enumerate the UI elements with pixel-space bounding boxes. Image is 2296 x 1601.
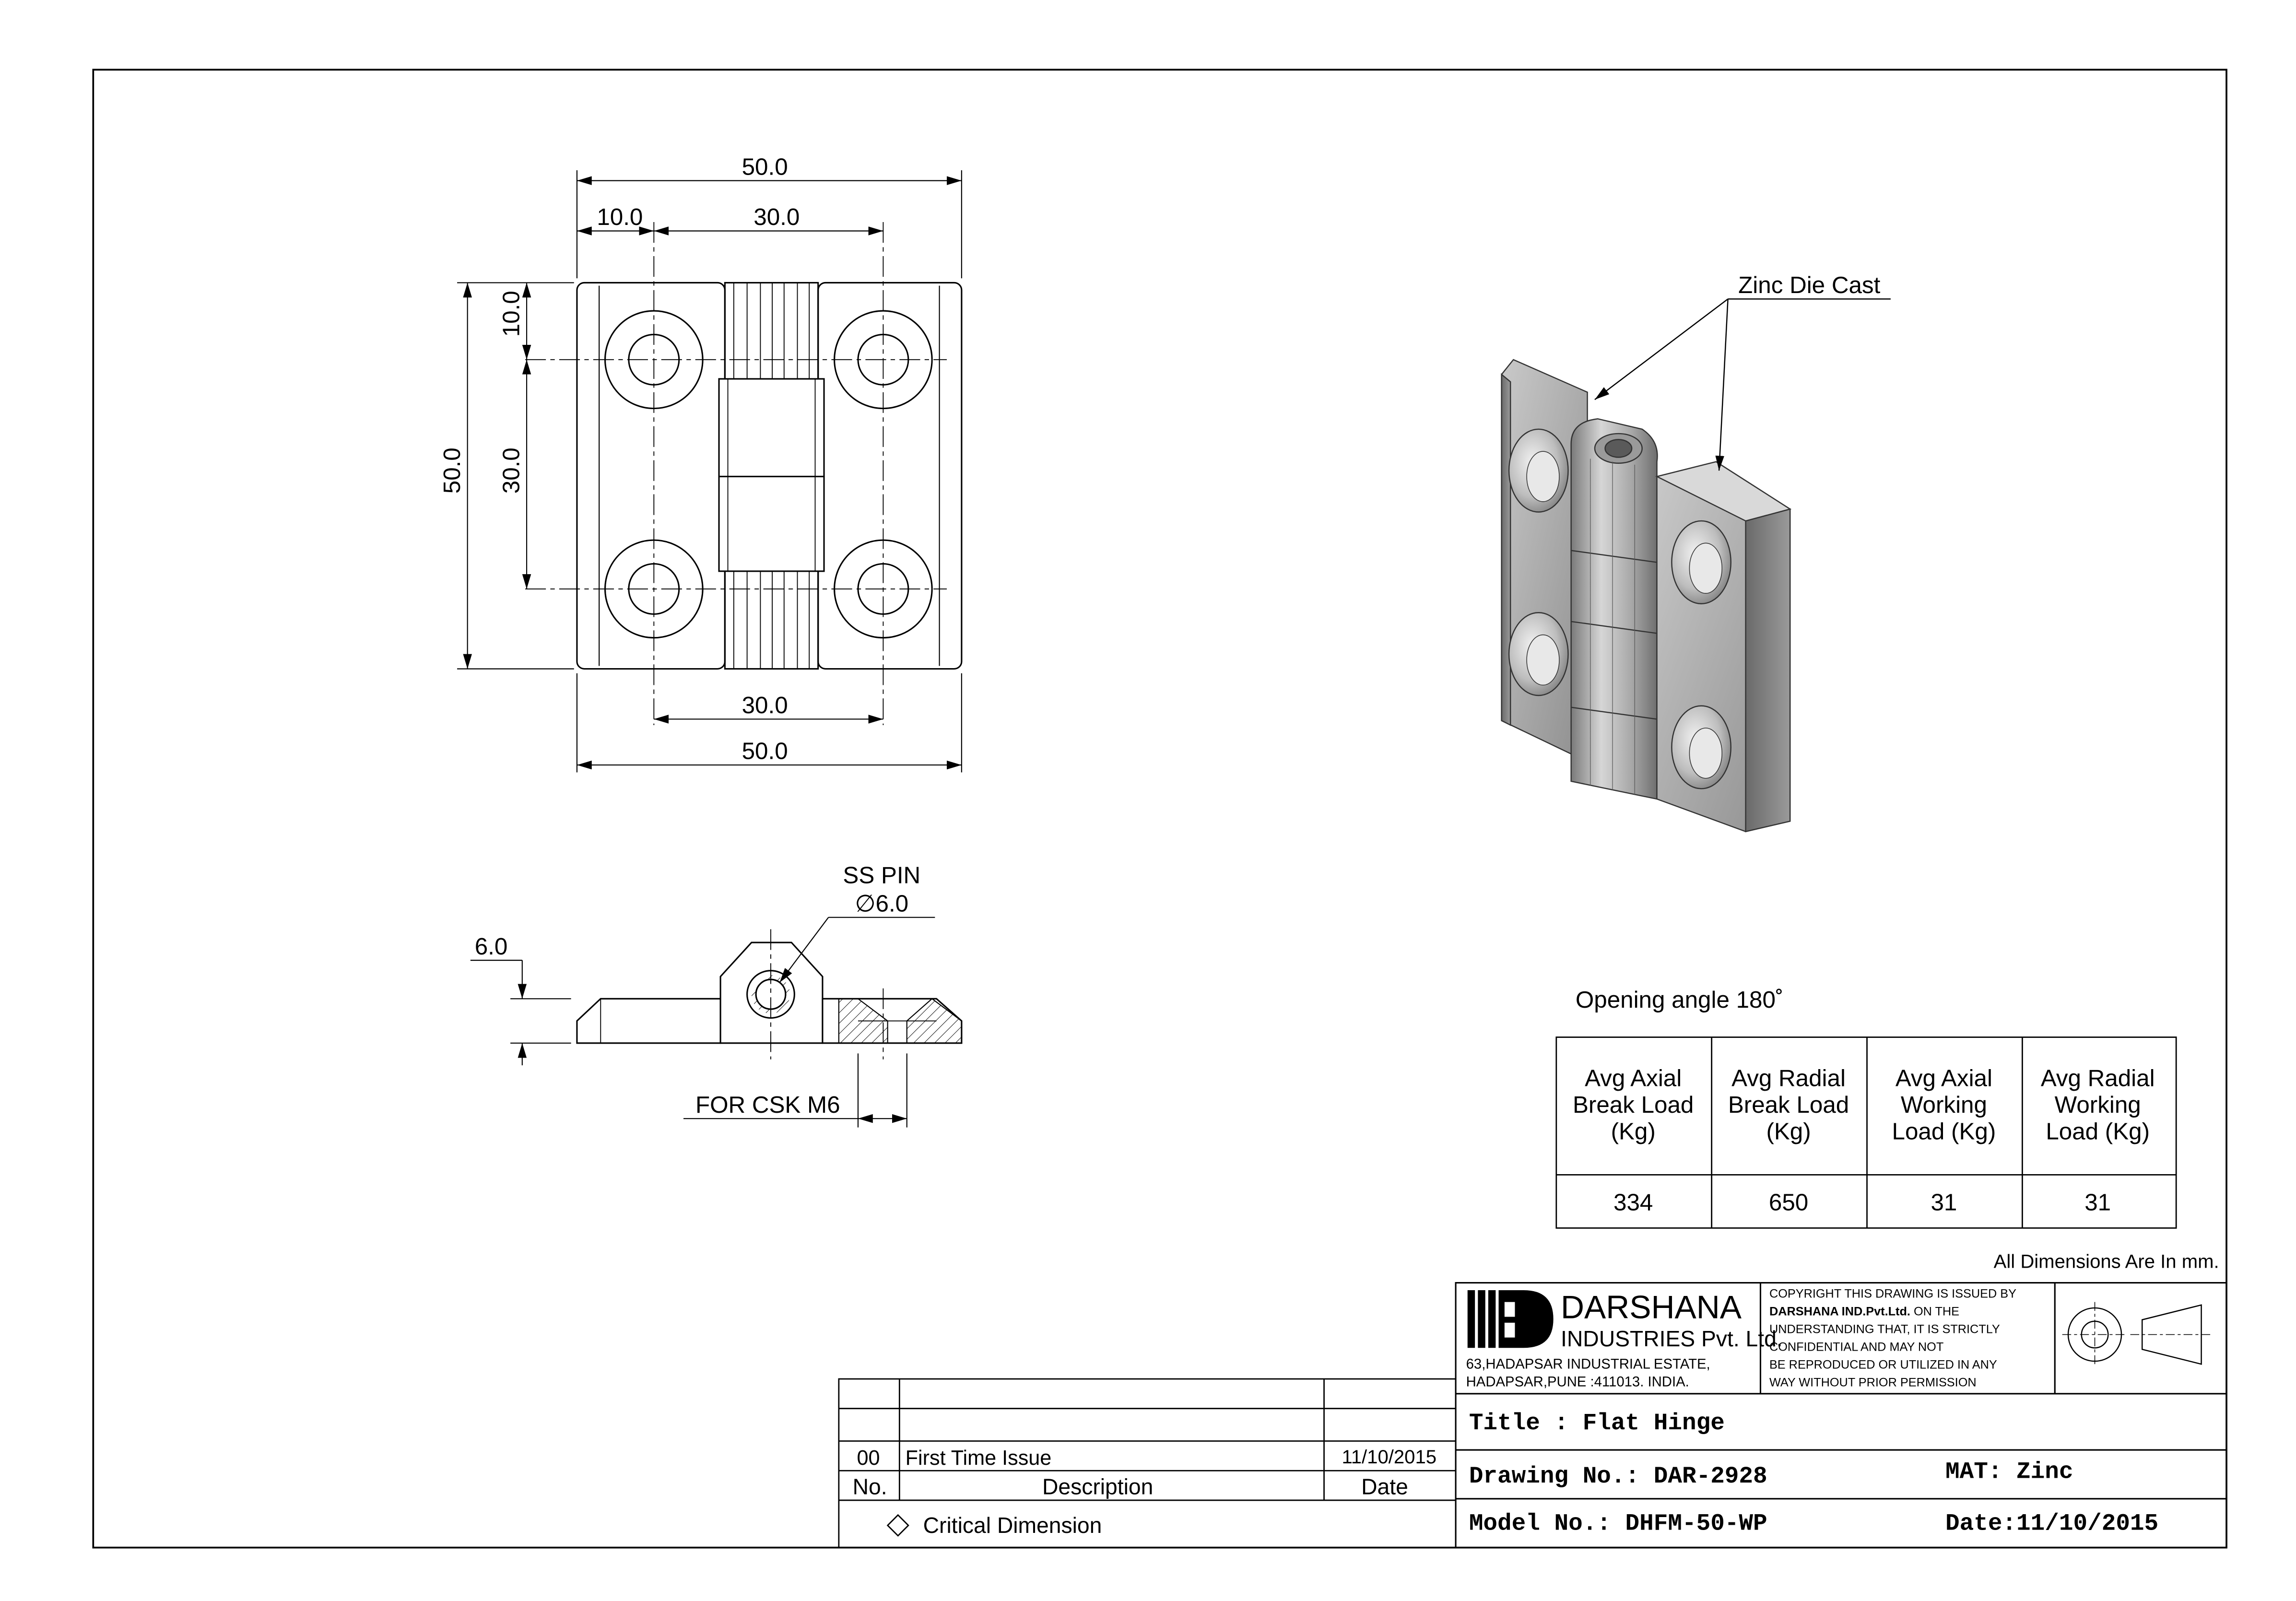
revision-row-no: 00	[857, 1447, 880, 1470]
load-table-header-3: Avg Axial Working Load (Kg)	[1892, 1065, 1996, 1144]
isometric-view	[1501, 359, 1792, 833]
dim-left-hole-spacing: 30.0	[498, 447, 525, 494]
projection-symbol-icon	[2062, 1302, 2214, 1367]
company-address-2: HADAPSAR,PUNE :411013. INDIA.	[1466, 1374, 1689, 1389]
svg-text:Avg Axial: Avg Axial	[1585, 1065, 1682, 1091]
svg-text:(Kg): (Kg)	[1611, 1118, 1656, 1144]
svg-text:Load (Kg): Load (Kg)	[2046, 1118, 2150, 1144]
load-table	[1555, 1036, 2177, 1229]
company-address-1: 63,HADAPSAR INDUSTRIAL ESTATE,	[1466, 1356, 1710, 1372]
top-view	[525, 222, 963, 725]
critical-dimension-note: Critical Dimension	[923, 1513, 1102, 1538]
dim-top-overall: 50.0	[742, 153, 788, 180]
drawing-title: Title : Flat Hinge	[1469, 1410, 1725, 1436]
material: MAT: Zinc	[1945, 1459, 2073, 1485]
revision-header-no: No.	[853, 1474, 887, 1499]
dim-top-left-offset: 10.0	[597, 204, 643, 230]
revision-table	[838, 1378, 1457, 1549]
load-table-header-2: Avg Radial Break Load (Kg)	[1728, 1065, 1849, 1144]
svg-text:Working: Working	[2055, 1092, 2141, 1118]
svg-text:WAY WITHOUT PRIOR PERMISSION: WAY WITHOUT PRIOR PERMISSION	[1769, 1376, 1977, 1389]
revision-row-description: First Time Issue	[906, 1447, 1052, 1470]
opening-angle: Opening angle 180˚	[1576, 987, 1783, 1013]
value-axial-working: 31	[1931, 1189, 1957, 1215]
value-axial-break: 334	[1613, 1189, 1653, 1215]
dim-side-thickness: 6.0	[475, 933, 508, 960]
revision-row-date: 11/10/2015	[1342, 1447, 1436, 1468]
pin-diameter-label: ∅6.0	[855, 890, 909, 917]
load-table-values: 334 650 31 31	[1613, 1189, 2111, 1215]
svg-text:COPYRIGHT THIS DRAWING IS ISSU: COPYRIGHT THIS DRAWING IS ISSUED BY	[1769, 1287, 2016, 1300]
ss-pin-label: SS PIN	[843, 862, 920, 889]
material-leaders	[1594, 298, 1891, 471]
svg-text:BE REPRODUCED OR UTILIZED IN A: BE REPRODUCED OR UTILIZED IN ANY	[1769, 1358, 1997, 1371]
svg-text:Avg Radial: Avg Radial	[1731, 1065, 1846, 1091]
svg-text:Break Load: Break Load	[1728, 1092, 1849, 1118]
svg-text:(Kg): (Kg)	[1766, 1118, 1811, 1144]
dim-top-hole-spacing: 30.0	[754, 204, 800, 230]
model-number: Model No.: DHFM-50-WP	[1469, 1510, 1767, 1537]
csk-label: FOR CSK M6	[695, 1092, 840, 1118]
company-name: DARSHANA	[1561, 1290, 1742, 1326]
revision-header-date: Date	[1361, 1474, 1408, 1499]
svg-text:Avg Axial: Avg Axial	[1896, 1065, 1992, 1091]
value-radial-break: 650	[1769, 1189, 1808, 1215]
material-callout: Zinc Die Cast	[1738, 272, 1880, 298]
dim-bottom-hole-spacing: 30.0	[742, 692, 788, 718]
drawing-number: Drawing No.: DAR-2928	[1469, 1463, 1767, 1490]
svg-text:UNDERSTANDING THAT, IT IS STRI: UNDERSTANDING THAT, IT IS STRICTLY	[1769, 1322, 2000, 1336]
svg-text:CONFIDENTIAL AND MAY NOT: CONFIDENTIAL AND MAY NOT	[1769, 1340, 1943, 1354]
top-view-dimensions	[457, 170, 962, 773]
drawing-date: Date:11/10/2015	[1945, 1510, 2158, 1537]
revision-header-description: Description	[1042, 1474, 1153, 1499]
svg-text:DARSHANA IND.Pvt.Ltd. ON THE: DARSHANA IND.Pvt.Ltd. ON THE	[1769, 1305, 1959, 1318]
side-view-dimensions	[470, 917, 935, 1128]
copyright-note: COPYRIGHT THIS DRAWING IS ISSUED BY DARS…	[1769, 1287, 2016, 1389]
dim-left-top-offset: 10.0	[498, 291, 525, 337]
load-table-header-1: Avg Axial Break Load (Kg)	[1573, 1065, 1694, 1144]
value-radial-working: 31	[2084, 1189, 2111, 1215]
svg-text:Load (Kg): Load (Kg)	[1892, 1118, 1996, 1144]
dim-left-overall: 50.0	[439, 447, 465, 494]
svg-text:Working: Working	[1901, 1092, 1987, 1118]
company-subname: INDUSTRIES Pvt. Ltd.	[1561, 1326, 1783, 1351]
load-table-header-4: Avg Radial Working Load (Kg)	[2041, 1065, 2155, 1144]
diamond-icon	[886, 1514, 909, 1537]
svg-text:Avg Radial: Avg Radial	[2041, 1065, 2155, 1091]
dim-bottom-overall: 50.0	[742, 738, 788, 765]
side-view	[576, 929, 963, 1059]
company-logo	[1467, 1290, 1554, 1348]
all-dims-note: All Dimensions Are In mm.	[1994, 1251, 2219, 1272]
svg-text:Break Load: Break Load	[1573, 1092, 1694, 1118]
